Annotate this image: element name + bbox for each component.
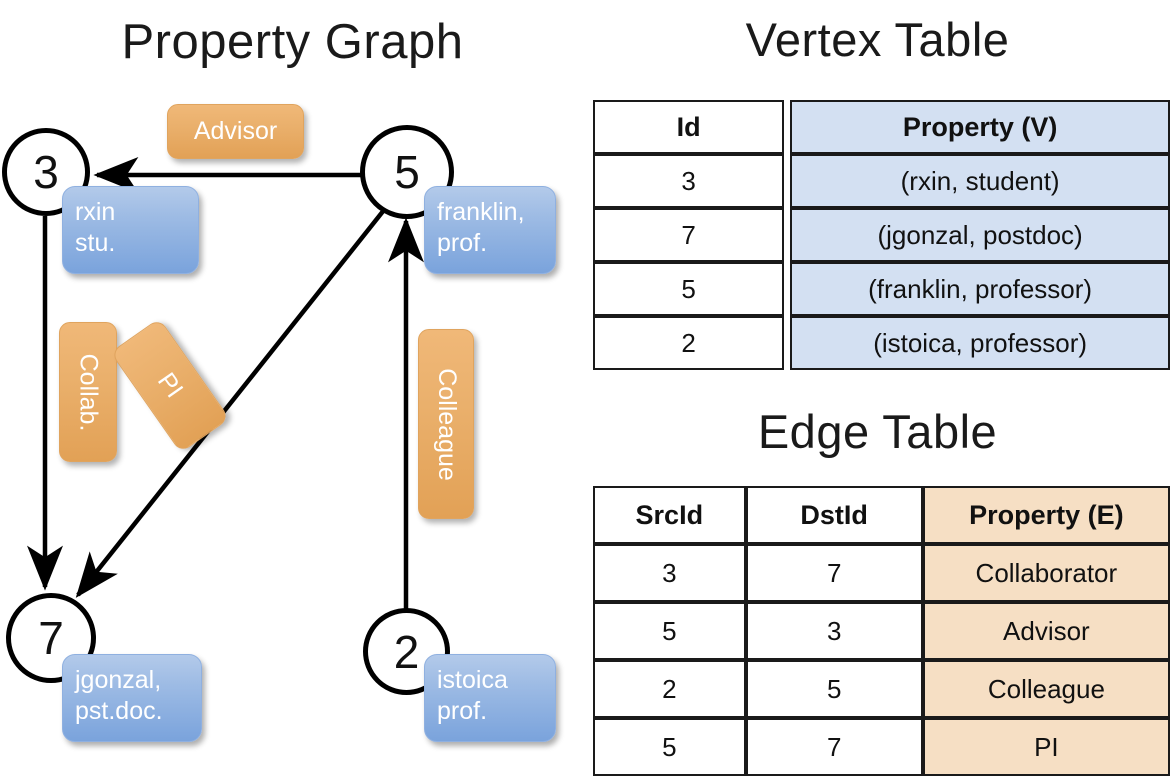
edge-row-1-srcid: 5: [593, 602, 746, 660]
table-row: 3 7 Collaborator: [593, 544, 1170, 602]
edge-row-0-property: Collaborator: [922, 544, 1170, 602]
vertex-row-2-property: (franklin, professor): [790, 262, 1170, 316]
edge-table-header-dstid: DstId: [745, 486, 923, 544]
table-row: 7 (jgonzal, postdoc): [593, 208, 1170, 262]
node-property-jgonzal-line2: pst.doc.: [75, 696, 163, 725]
page-title-property-graph: Property Graph: [121, 15, 464, 69]
table-row: 3 (rxin, student): [593, 154, 1170, 208]
vertex-table-header-row: Id Property (V): [593, 100, 1170, 154]
node-property-box-rxin: rxin stu.: [62, 186, 199, 274]
property-graph-diagram: 3 5 7 2 rxin stu. franklin, prof. jgonza…: [0, 90, 585, 760]
table-row: 5 3 Advisor: [593, 602, 1170, 660]
table-row: 5 (franklin, professor): [593, 262, 1170, 316]
edge-label-advisor-text: Advisor: [193, 117, 278, 145]
node-property-istoica-line1: istoica: [437, 666, 508, 694]
node-property-franklin-line2: prof.: [437, 228, 488, 257]
node-property-box-istoica: istoica prof.: [424, 654, 556, 742]
vertex-table-header-property: Property (V): [790, 100, 1170, 154]
graph-node-2-label: 2: [393, 625, 420, 678]
vertex-row-0-property: (rxin, student): [790, 154, 1170, 208]
edge-table-header-srcid: SrcId: [593, 486, 746, 544]
vertex-table: Id Property (V) 3 (rxin, student) 7 (jgo…: [593, 100, 1170, 370]
vertex-row-0-id: 3: [593, 154, 785, 208]
node-property-box-franklin: franklin, prof.: [424, 186, 556, 274]
vertex-table-column-gap: [784, 262, 791, 316]
table-row: 5 7 PI: [593, 718, 1170, 776]
graph-node-3-label: 3: [33, 146, 59, 198]
edge-table: SrcId DstId Property (E) 3 7 Collaborato…: [593, 486, 1170, 776]
edge-row-0-srcid: 3: [593, 544, 746, 602]
edge-row-3-property: PI: [922, 718, 1170, 776]
edge-label-pi-text: PI: [152, 367, 189, 403]
edge-row-3-dstid: 7: [745, 718, 923, 776]
edge-table-header-property: Property (E): [922, 486, 1170, 544]
node-property-box-jgonzal: jgonzal, pst.doc.: [62, 654, 202, 742]
edge-row-2-dstid: 5: [745, 660, 923, 718]
edge-row-2-property: Colleague: [922, 660, 1170, 718]
vertex-table-column-gap: [784, 154, 791, 208]
graph-node-3[interactable]: 3: [2, 128, 90, 216]
edge-label-collab-text: Collab.: [74, 353, 103, 431]
graph-node-5[interactable]: 5: [360, 125, 454, 219]
table-row: 2 5 Colleague: [593, 660, 1170, 718]
vertex-row-2-id: 5: [593, 262, 785, 316]
graph-edges-svg: [27, 157, 424, 612]
edge-row-2-srcid: 2: [593, 660, 746, 718]
vertex-row-3-id: 2: [593, 316, 785, 370]
table-row: 2 (istoica, professor): [593, 316, 1170, 370]
edge-label-colleague-text: Colleague: [432, 367, 461, 481]
edge-row-1-dstid: 3: [745, 602, 923, 660]
edge-label-colleague: Colleague: [418, 329, 474, 519]
node-property-rxin-line1: rxin: [75, 198, 116, 226]
graph-node-5-label: 5: [394, 146, 420, 198]
node-property-rxin-line2: stu.: [75, 228, 116, 257]
vertex-row-1-property: (jgonzal, postdoc): [790, 208, 1170, 262]
edge-row-0-dstid: 7: [745, 544, 923, 602]
graph-node-7-label: 7: [38, 612, 64, 664]
vertex-table-column-gap: [784, 208, 791, 262]
edge-row-1-property: Advisor: [922, 602, 1170, 660]
slide-canvas: Property Graph Vertex Table Edge Table 3…: [0, 13, 1170, 776]
node-property-istoica-line2: prof.: [437, 696, 488, 725]
node-property-jgonzal-line1: jgonzal,: [75, 666, 162, 694]
vertex-table-column-gap: [784, 100, 791, 154]
vertex-table-header-id: Id: [593, 100, 785, 154]
vertex-row-3-property: (istoica, professor): [790, 316, 1170, 370]
edge-table-header-row: SrcId DstId Property (E): [593, 486, 1170, 544]
edge-label-advisor: Advisor: [167, 104, 304, 159]
vertex-table-column-gap: [784, 316, 791, 370]
page-title-edge-table: Edge Table: [757, 405, 998, 458]
edge-line-5-to-7: [75, 203, 390, 598]
page-title-vertex-table: Vertex Table: [745, 13, 1010, 66]
edge-label-collab: Collab.: [59, 322, 117, 462]
edge-row-3-srcid: 5: [593, 718, 746, 776]
node-property-franklin-line1: franklin,: [437, 198, 525, 226]
vertex-row-1-id: 7: [593, 208, 785, 262]
